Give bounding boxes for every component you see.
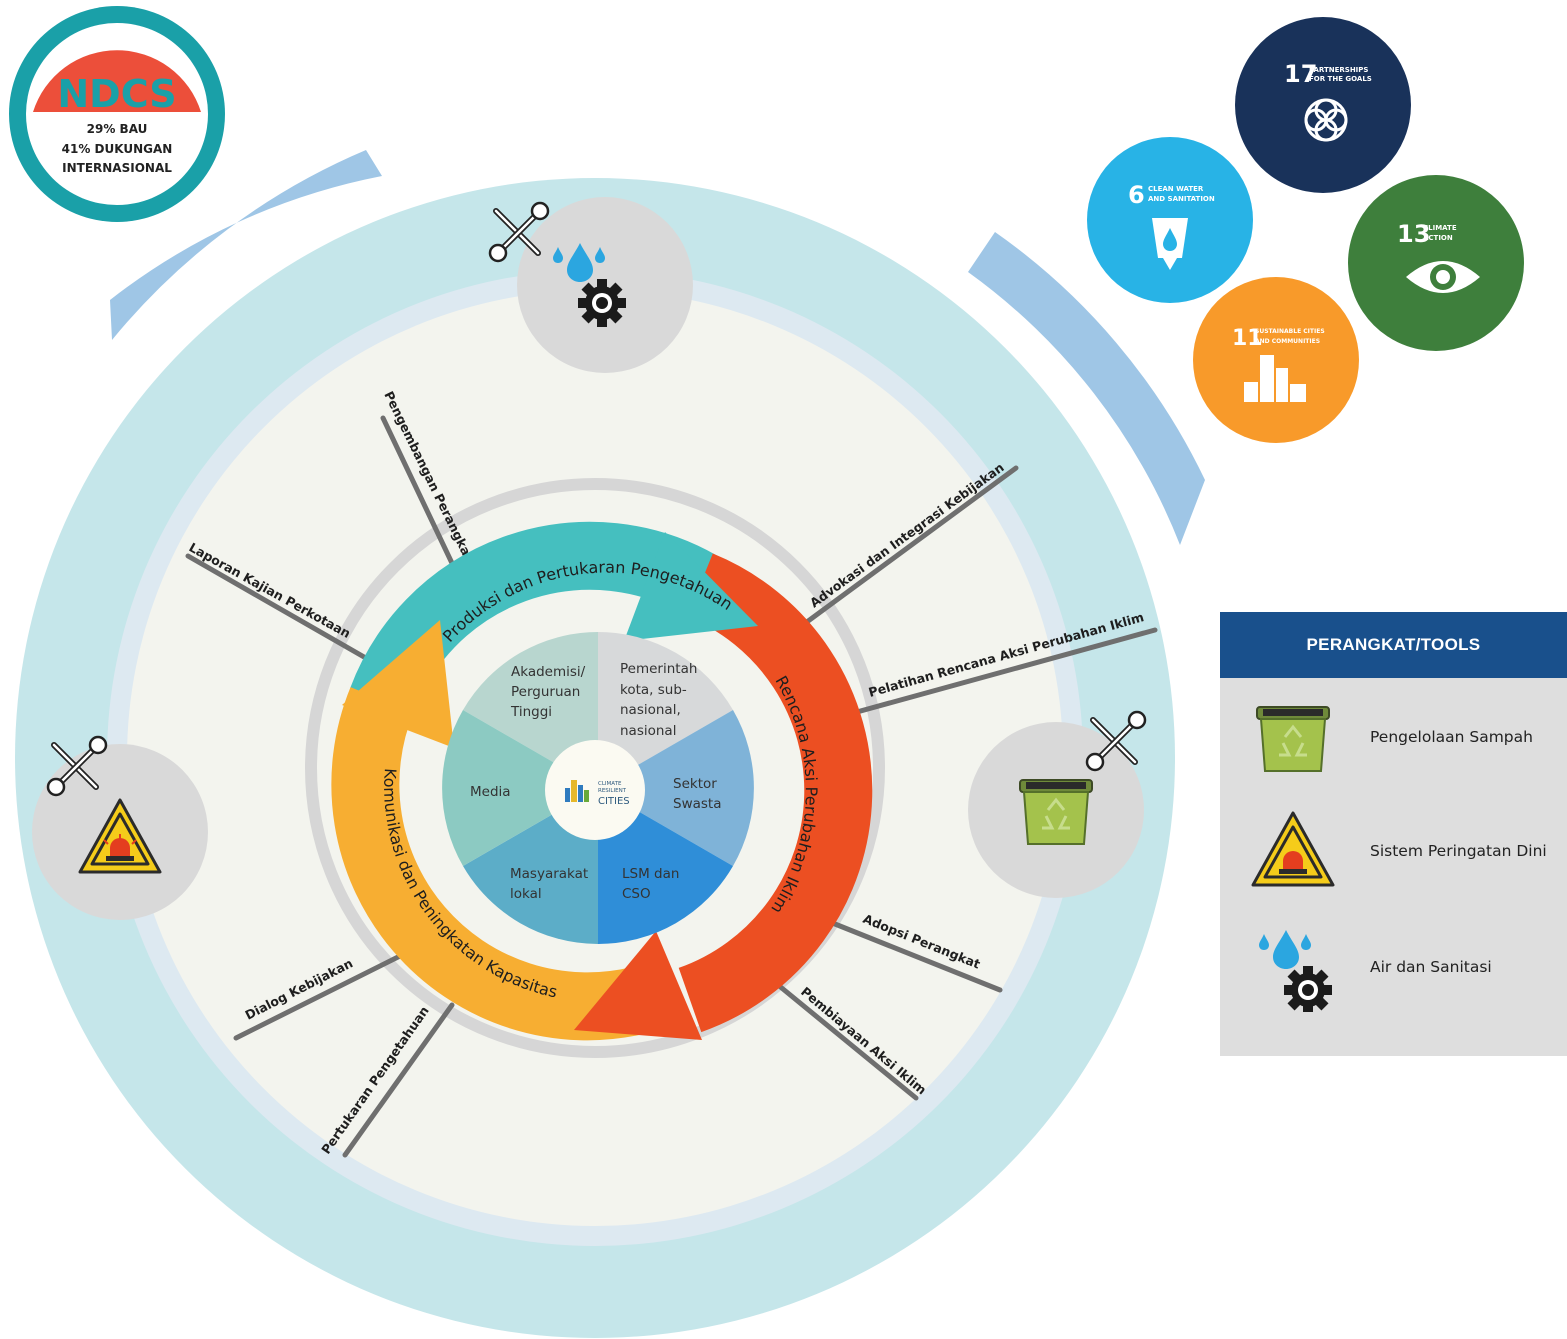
stakeholder-government-4: nasional	[620, 723, 676, 739]
logo-text-2: RESILIENT	[598, 788, 627, 794]
sdg-6-badge: 6 CLEAN WATER AND SANITATION	[1087, 137, 1253, 303]
stakeholder-private-1: Sektor	[673, 776, 717, 792]
red-arrowhead	[574, 931, 702, 1040]
orange-arrowhead	[342, 620, 454, 748]
teal-arrowhead	[624, 532, 758, 641]
sdg-6-title-2: AND SANITATION	[1148, 195, 1215, 203]
red-arrow-band	[678, 553, 873, 1033]
sdg-11-number: 11	[1232, 326, 1263, 351]
sdg-13-title-2: ACTION	[1423, 234, 1453, 242]
blue-arc-right	[968, 232, 1205, 545]
water-drop-gear-icon	[1259, 930, 1332, 1012]
pie-slice-ngo	[598, 788, 733, 944]
city-icon	[565, 780, 589, 802]
stakeholder-private-2: Swasta	[673, 796, 721, 812]
ndcs-line-2: 41% DUKUNGAN	[62, 142, 173, 156]
warning-siren-icon	[1251, 811, 1335, 887]
pie-slice-government	[598, 632, 733, 788]
stakeholder-academia-3: Tinggi	[510, 704, 552, 720]
ndcs-badge: NDCS 29% BAU 41% DUKUNGAN INTERNASIONAL	[9, 6, 225, 222]
stakeholder-government-1: Pemerintah	[620, 661, 697, 677]
sdg-13-badge: 13 CLIMATE ACTION	[1348, 175, 1524, 351]
sdg-13-title-1: CLIMATE	[1423, 224, 1457, 232]
sdg-17-title-1: PARTNERSHIPS	[1309, 66, 1368, 74]
legend-label-water: Air dan Sanitasi	[1370, 958, 1492, 976]
pie-slice-media	[442, 710, 598, 866]
sdg-11-title-2: AND COMMUNITIES	[1255, 338, 1320, 345]
pie-slice-private	[598, 710, 754, 866]
pie-slice-academia	[463, 632, 598, 788]
logo-text-1: CLIMATE	[598, 781, 622, 787]
legend-item-waste: Pengelolaan Sampah	[1220, 692, 1567, 782]
stakeholder-pie: CLIMATE RESILIENT CITIES	[442, 632, 754, 944]
ndcs-line-1: 29% BAU	[87, 122, 148, 136]
orange-arrow-band	[331, 687, 649, 1041]
center-logo-circle	[545, 740, 645, 840]
logo-text-3: CITIES	[598, 796, 630, 807]
stakeholder-ngo-1: LSM dan	[622, 866, 679, 882]
ndcs-line-3: INTERNASIONAL	[62, 161, 172, 175]
legend-label-waste: Pengelolaan Sampah	[1370, 728, 1533, 746]
sdg-17-title-2: FOR THE GOALS	[1309, 75, 1372, 83]
trash-bin-icon	[1018, 778, 1094, 846]
blue-arc-left	[110, 150, 382, 340]
stakeholder-community-1: Masyarakat	[510, 866, 588, 882]
ndcs-title: NDCS	[57, 72, 176, 116]
legend-item-warning: Sistem Peringatan Dini	[1220, 806, 1567, 896]
stakeholder-community-2: lokal	[510, 886, 542, 902]
sdg-6-title-1: CLEAN WATER	[1148, 185, 1204, 193]
stakeholder-ngo-2: CSO	[622, 886, 651, 902]
eye-globe-icon	[1406, 261, 1480, 293]
sdg-17-number: 17	[1284, 60, 1317, 88]
sdg-11-title-1: SUSTAINABLE CITIES	[1255, 328, 1325, 335]
stakeholder-academia-1: Akademisi/	[511, 664, 586, 680]
legend-header: PERANGKAT/TOOLS	[1220, 612, 1567, 678]
stakeholder-government-3: nasional,	[620, 702, 681, 718]
sdg-6-number: 6	[1128, 181, 1145, 209]
sdg-13-number: 13	[1397, 220, 1430, 248]
legend-item-water: Air dan Sanitasi	[1220, 922, 1567, 1012]
stakeholder-academia-2: Perguruan	[511, 684, 580, 700]
water-glass-icon	[1152, 218, 1188, 270]
cycle-arrows	[331, 521, 873, 1041]
partnership-flower-icon	[1304, 98, 1348, 142]
legend-label-warning: Sistem Peringatan Dini	[1370, 842, 1547, 860]
stakeholder-media: Media	[470, 784, 511, 800]
city-buildings-icon	[1244, 355, 1306, 402]
sdg-17-badge: 17 PARTNERSHIPS FOR THE GOALS	[1235, 17, 1411, 193]
stakeholder-government-2: kota, sub-	[620, 682, 687, 698]
grey-ring	[305, 478, 885, 1058]
tools-legend: PERANGKAT/TOOLS Pengelolaan Sampah Siste…	[1220, 612, 1567, 1056]
spoke-lines	[185, 415, 1158, 1158]
sdg-11-badge: 11 SUSTAINABLE CITIES AND COMMUNITIES	[1193, 277, 1359, 443]
trash-bin-icon	[1256, 706, 1330, 772]
